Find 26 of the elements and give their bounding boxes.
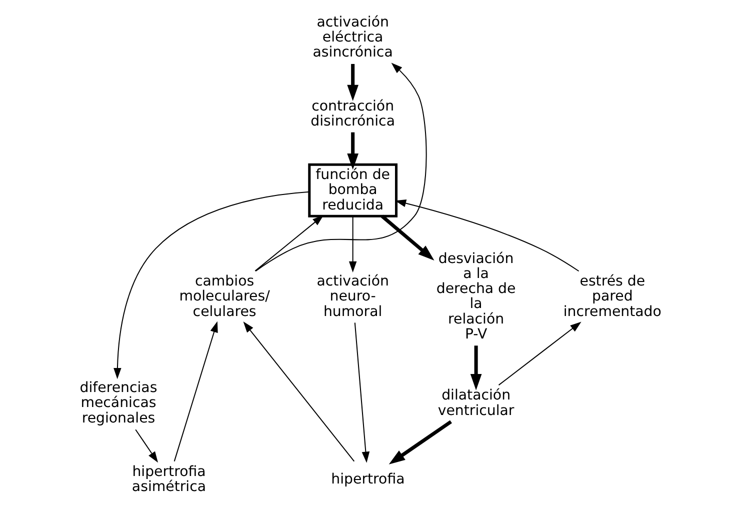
arrow [388, 420, 452, 464]
node-box: función de bomba reducida [308, 163, 398, 218]
node-text: cambios moleculares/ celulares [179, 274, 270, 320]
arrow [347, 132, 358, 170]
node-text: activación eléctrica asincrónica [312, 14, 393, 61]
node-text: estrés de pared incrementado [563, 274, 662, 320]
arrow [243, 321, 355, 462]
arrow [174, 321, 218, 462]
arrow [470, 346, 482, 390]
arrow [380, 214, 434, 260]
node-text: contracción disincrónica [310, 98, 395, 130]
arrow [354, 322, 370, 463]
node-text: dilatación ventricular [438, 388, 514, 419]
node-text: activación neuro- humoral [316, 274, 389, 320]
arrow [347, 64, 358, 102]
arrow [114, 191, 310, 380]
arrow [255, 62, 427, 272]
node-text: hipertrofia [331, 471, 405, 488]
node-text: diferencias mecánicas regionales [80, 380, 158, 426]
arrow [135, 429, 158, 463]
node-text: hipertrofia asimétrica [132, 464, 206, 496]
arrow [394, 199, 580, 272]
arrow [498, 322, 582, 386]
node-text: desviación a la derecha de la relación P-V [436, 250, 516, 343]
arrow [348, 216, 357, 272]
arrow [254, 215, 324, 272]
